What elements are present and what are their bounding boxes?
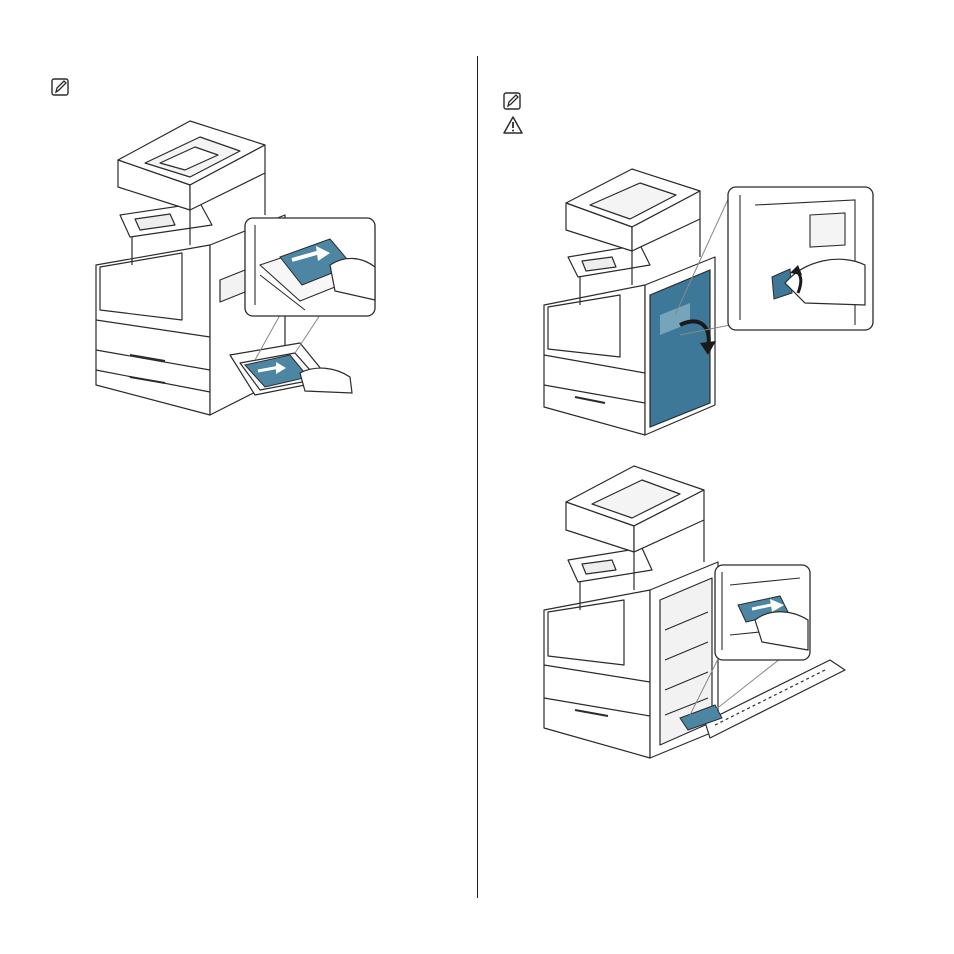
printer-multipurpose-tray-jam-illustration xyxy=(90,115,380,420)
note-icon xyxy=(502,91,522,111)
printer-right-door-jam-removal-illustration xyxy=(540,460,870,770)
printer-right-door-open-illustration xyxy=(540,165,880,440)
note-icon xyxy=(50,77,70,97)
warning-triangle-icon xyxy=(502,115,524,135)
column-divider xyxy=(477,56,478,898)
